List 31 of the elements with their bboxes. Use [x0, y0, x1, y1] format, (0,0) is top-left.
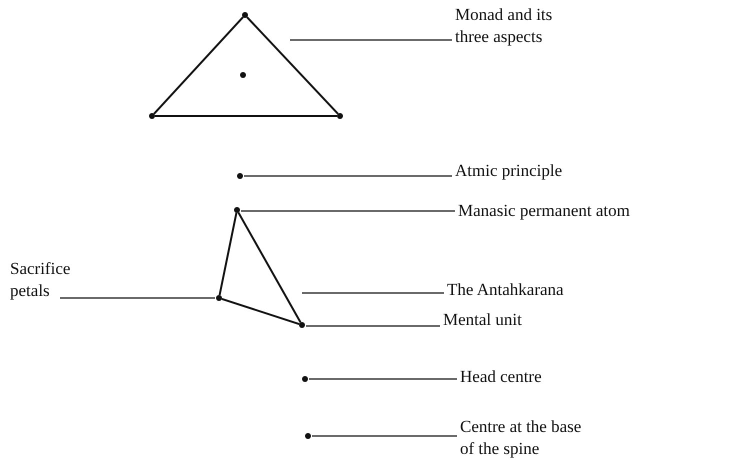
connecting-line — [155, 115, 337, 117]
dot-mark — [242, 12, 248, 18]
label-text: Centre at the base of the spine — [460, 416, 585, 460]
label-text: Atmic principle — [455, 160, 615, 182]
label-text: Manasic permanent atom — [458, 200, 756, 222]
dot-mark — [237, 173, 243, 179]
dot-mark — [299, 322, 305, 328]
leader-line — [244, 175, 452, 177]
dot-mark — [302, 376, 308, 382]
connecting-line — [153, 16, 244, 114]
connecting-line — [238, 212, 302, 323]
dot-mark — [305, 433, 311, 439]
dot-mark — [234, 207, 240, 213]
connecting-line — [218, 212, 238, 296]
connecting-line — [246, 16, 339, 114]
dot-mark — [240, 72, 246, 78]
leader-line — [306, 325, 440, 327]
connecting-line — [222, 298, 300, 326]
leader-line — [312, 435, 457, 437]
leader-line — [60, 297, 215, 299]
label-text: The Antahkarana — [447, 279, 617, 301]
dot-mark — [337, 113, 343, 119]
label-text: Head centre — [460, 366, 590, 388]
label-text: Monad and its three aspects — [455, 4, 585, 48]
label-text: Mental unit — [443, 309, 573, 331]
leader-line — [309, 378, 457, 380]
leader-line — [290, 39, 452, 41]
leader-line — [241, 210, 455, 212]
leader-line — [302, 292, 444, 294]
dot-mark — [216, 295, 222, 301]
dot-mark — [149, 113, 155, 119]
